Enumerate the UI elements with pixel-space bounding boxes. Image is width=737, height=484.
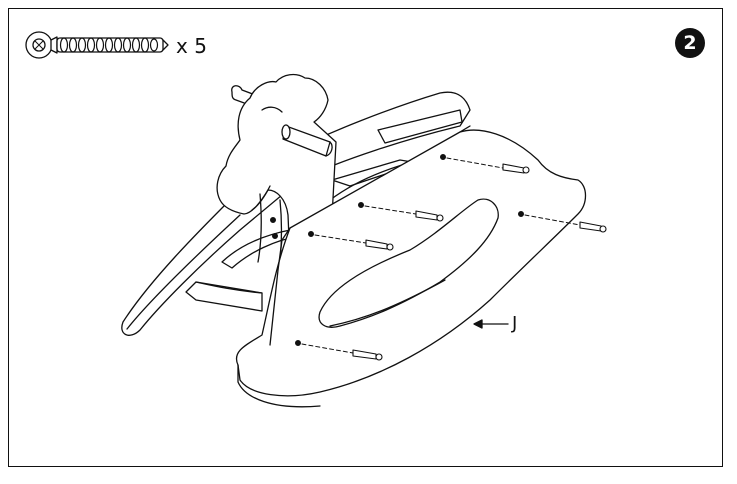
quantity-label: x 5 bbox=[176, 34, 207, 58]
screw-icon bbox=[25, 31, 169, 59]
part-arrow bbox=[473, 319, 509, 329]
front-rocker-panel bbox=[235, 125, 587, 408]
handle-bar bbox=[281, 124, 333, 157]
part-j-label: J bbox=[512, 313, 518, 334]
screw-guides bbox=[270, 154, 581, 354]
horse-head bbox=[216, 73, 337, 263]
instruction-frame bbox=[8, 8, 723, 467]
loose-screws bbox=[352, 163, 607, 361]
step-number-badge: 2 bbox=[675, 28, 705, 58]
cross-slats bbox=[185, 109, 463, 312]
